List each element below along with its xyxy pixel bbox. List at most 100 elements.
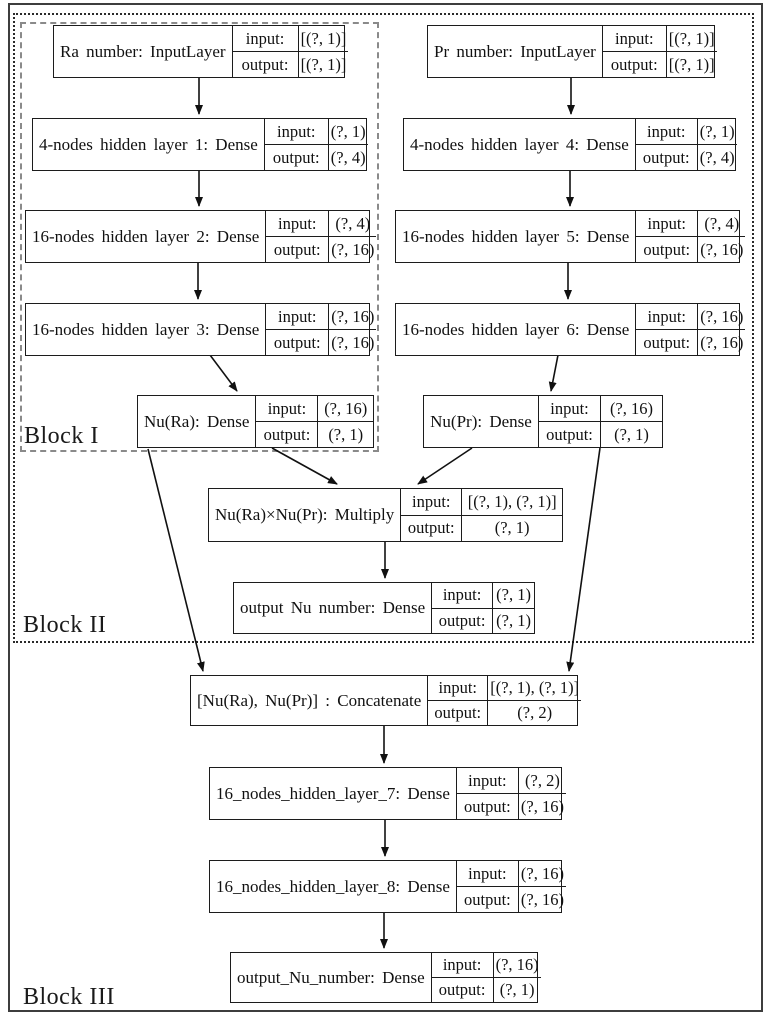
node-nu-pr: Nu(Pr): Dense input: (?, 16) output: (?, 1… (423, 395, 663, 448)
output-shape: [(?, 1)] (300, 54, 347, 74)
node-hidden-layer-6-name: 16-nodes hidden layer 6: Dense (396, 304, 637, 355)
input-shape: (?, 16) (324, 398, 368, 418)
output-label: output: (432, 978, 494, 1002)
output-label: output: (636, 330, 699, 355)
node-hidden-layer-7-name: 16_nodes_hidden_layer_7: Dense (210, 768, 457, 819)
output-label: output: (457, 794, 519, 819)
output-label: output: (603, 52, 667, 77)
input-shape: (?, 16) (700, 306, 744, 326)
input-label: input: (266, 304, 330, 329)
input-shape: [(?, 1), (?, 1)] (490, 678, 580, 697)
output-shape: (?, 16) (520, 796, 564, 816)
node-hidden-layer-1: 4-nodes hidden layer 1: Dense input:(?, … (32, 118, 368, 171)
input-label: input: (457, 861, 519, 886)
input-label: input: (401, 489, 463, 515)
input-label: input: (636, 119, 698, 144)
block-3-label: Block III (23, 984, 115, 1010)
input-label: input: (432, 953, 494, 977)
input-label: input: (457, 768, 519, 793)
input-shape: (?, 16) (609, 398, 654, 418)
input-shape: (?, 4) (335, 213, 371, 233)
input-shape: (?, 4) (704, 213, 740, 233)
node-hidden-layer-6: 16-nodes hidden layer 6: Dense input:(?,… (395, 303, 746, 356)
input-label: input: (256, 396, 319, 421)
node-hidden-layer-3: 16-nodes hidden layer 3: Dense input:(?,… (25, 303, 377, 356)
node-ra-input-name: Ra number: InputLayer (54, 26, 233, 77)
output-label: output: (266, 237, 330, 262)
output-shape: (?, 16) (700, 332, 744, 352)
output-shape: (?, 16) (331, 239, 375, 259)
node-hidden-layer-3-name: 16-nodes hidden layer 3: Dense (26, 304, 267, 355)
output-label: output: (265, 145, 329, 170)
output-shape: (?, 4) (330, 147, 366, 167)
input-label: input: (265, 119, 329, 144)
node-nu-pr-name: Nu(Pr): Dense (424, 396, 539, 447)
input-shape: (?, 16) (520, 863, 564, 883)
output-label: output: (636, 237, 699, 262)
input-label: input: (432, 583, 494, 608)
input-label: input: (636, 211, 699, 236)
input-shape: (?, 1) (496, 585, 531, 605)
output-label: output: (539, 422, 601, 447)
node-output-nu-number-name: output Nu number: Dense (234, 583, 433, 633)
node-multiply-name: Nu(Ra)×Nu(Pr): Multiply (209, 489, 402, 541)
output-shape: (?, 16) (520, 889, 564, 909)
output-label: output: (266, 330, 330, 355)
input-label: input: (636, 304, 699, 329)
node-output-nu-number-final-name: output_Nu_number: Dense (231, 953, 432, 1002)
node-hidden-layer-1-name: 4-nodes hidden layer 1: Dense (33, 119, 265, 170)
output-shape: (?, 1) (614, 424, 649, 444)
output-label: output: (457, 887, 519, 912)
input-label: input: (233, 26, 299, 51)
block-2-dotted-frame (13, 13, 754, 643)
node-hidden-layer-4-name: 4-nodes hidden layer 4: Dense (404, 119, 636, 170)
output-shape: (?, 1) (499, 980, 535, 999)
input-label: input: (266, 211, 330, 236)
node-pr-input: Pr number: InputLayer input:[(?, 1)] out… (427, 25, 717, 78)
node-hidden-layer-8-name: 16_nodes_hidden_layer_8: Dense (210, 861, 457, 912)
input-shape: [(?, 1), (?, 1)] (467, 491, 557, 511)
output-shape: (?, 4) (699, 147, 735, 167)
node-hidden-layer-2: 16-nodes hidden layer 2: Dense input:(?,… (25, 210, 377, 263)
output-label: output: (256, 422, 319, 447)
node-nu-ra-name: Nu(Ra): Dense (138, 396, 257, 447)
node-multiply: Nu(Ra)×Nu(Pr): Multiply input:[(?, 1), (… (208, 488, 563, 542)
input-shape: (?, 16) (331, 306, 375, 326)
node-hidden-layer-2-name: 16-nodes hidden layer 2: Dense (26, 211, 267, 262)
input-label: input: (539, 396, 601, 421)
block-2-label: Block II (23, 612, 107, 638)
node-nu-ra: Nu(Ra): Dense input:(?, 16) output: (?, 1… (137, 395, 374, 448)
node-concatenate-name: [Nu(Ra), Nu(Pr)] : Concatenate (191, 676, 429, 725)
output-shape: (?, 1) (496, 610, 531, 630)
node-hidden-layer-5: 16-nodes hidden layer 5: Dense input:(?,… (395, 210, 746, 263)
input-shape: [(?, 1)] (300, 28, 347, 48)
output-shape: (?, 2) (517, 703, 553, 722)
node-hidden-layer-4: 4-nodes hidden layer 4: Dense input:(?, … (403, 118, 737, 171)
node-pr-input-name: Pr number: InputLayer (428, 26, 603, 77)
output-shape: (?, 16) (700, 239, 744, 259)
output-label: output: (432, 608, 494, 633)
output-label: output: (233, 52, 299, 77)
input-shape: (?, 2) (525, 770, 560, 790)
output-shape: (?, 1) (494, 518, 530, 538)
block-1-label: Block I (24, 423, 99, 449)
output-label: output: (636, 145, 698, 170)
input-shape: (?, 1) (699, 121, 735, 141)
input-label: input: (603, 26, 667, 51)
input-label: input: (428, 676, 489, 700)
node-hidden-layer-8: 16_nodes_hidden_layer_8: Dense input:(?,… (209, 860, 566, 913)
output-shape: (?, 16) (331, 332, 375, 352)
output-label: output: (428, 701, 489, 725)
node-hidden-layer-5-name: 16-nodes hidden layer 5: Dense (396, 211, 637, 262)
node-concatenate: [Nu(Ra), Nu(Pr)] : Concatenate input:[(?… (190, 675, 582, 726)
output-shape: (?, 1) (328, 424, 364, 444)
output-label: output: (401, 515, 463, 541)
node-ra-input: Ra number: InputLayer input:[(?, 1)] out… (53, 25, 349, 78)
input-shape: (?, 16) (495, 955, 539, 974)
input-shape: (?, 1) (330, 121, 366, 141)
input-shape: [(?, 1)] (668, 28, 715, 48)
node-output-nu-number-final: output_Nu_number: Dense input:(?, 16) ou… (230, 952, 541, 1003)
node-output-nu-number: output Nu number: Dense input:(?, 1) out… (233, 582, 535, 634)
block-3-outer-frame (8, 3, 763, 1012)
